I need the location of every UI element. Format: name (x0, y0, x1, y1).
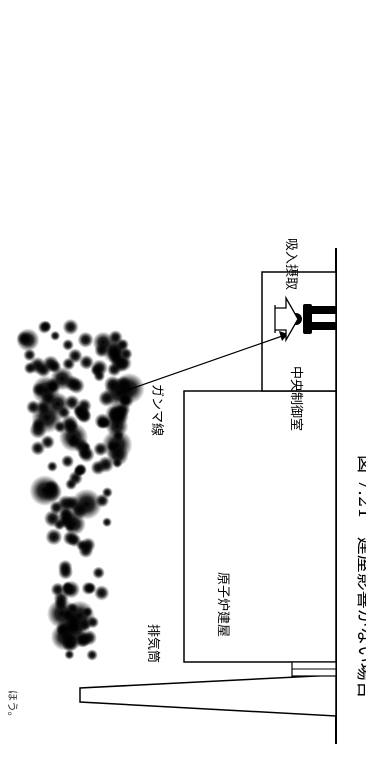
plume-puff (30, 440, 46, 456)
plume-puff (86, 616, 100, 629)
plume-puff (48, 360, 62, 374)
plume-puff (80, 442, 91, 453)
control-room (261, 271, 337, 392)
plume-puff (37, 320, 52, 334)
plume-puff (98, 390, 115, 407)
plume-puff (61, 582, 75, 597)
plume-puff (101, 487, 113, 498)
plume-puff (16, 328, 40, 352)
plume-puff (97, 456, 115, 473)
plume-puff (99, 416, 112, 429)
plume-puff (58, 564, 74, 580)
plume-puff (66, 620, 80, 634)
gamma-ray-line (118, 333, 289, 394)
plume-puff (40, 391, 56, 407)
plume-puff (107, 362, 122, 377)
plume-puff (65, 478, 78, 491)
plume-puff (61, 454, 75, 468)
plume-puff (77, 331, 94, 348)
plume-puff (108, 350, 124, 367)
plume-puff (54, 597, 68, 611)
plume-puff (62, 338, 74, 351)
plume-puff (64, 521, 76, 532)
plume-puff (90, 364, 103, 377)
plume-puff (116, 338, 129, 351)
plume-puff (62, 318, 79, 336)
plume-puff (64, 394, 80, 411)
corner-text-fragment: ほう。 (6, 690, 19, 723)
plume-puff (79, 354, 94, 370)
plume-puff (62, 357, 76, 371)
plume-puff (62, 530, 78, 546)
plume-puff (102, 517, 112, 528)
plume-puff (73, 631, 91, 648)
plume-puff (35, 362, 51, 378)
plume-puff (23, 348, 36, 362)
plume-puff (29, 421, 48, 439)
plume-puff (64, 649, 75, 660)
reactor-building-label: 原子炉建屋 (215, 572, 230, 638)
gamma-ray-label: ガンマ線 (149, 384, 164, 437)
radioactive-plume (16, 318, 145, 661)
plume-puff (46, 461, 58, 472)
plume-puff (92, 331, 115, 354)
plume-puff (94, 585, 110, 601)
plume-puff (41, 481, 63, 503)
stack-label: 排気筒 (145, 624, 160, 664)
plume-puff (86, 649, 98, 661)
plume-puff (103, 375, 122, 394)
plume-puff (92, 566, 105, 580)
plume-puff (23, 361, 37, 375)
plume-puff (112, 458, 123, 469)
plume-puff (53, 420, 67, 434)
plume-puff (50, 582, 65, 597)
plume-puff (82, 606, 93, 617)
plume-puff (93, 441, 108, 457)
plume-puff (45, 528, 63, 546)
plume-puff (81, 581, 96, 596)
exhaust-stack (79, 674, 337, 717)
plume-puff (105, 415, 129, 438)
control-room-label: 中央制御室 (288, 366, 303, 432)
figure-caption: 図 7.21 建屋影響がない場合 (354, 455, 366, 699)
plume-puff (67, 435, 81, 449)
down-arrow-icon (274, 295, 299, 343)
inhalation-label: 吸入摂取 (283, 238, 298, 291)
plume-puff (80, 537, 96, 553)
plume-puff (73, 404, 90, 421)
plume-puff (68, 377, 85, 395)
reactor-building (183, 390, 337, 663)
plume-puff (115, 401, 131, 417)
plume-puff (53, 518, 66, 531)
plume-puff (63, 495, 80, 512)
plume-puff (50, 330, 61, 341)
